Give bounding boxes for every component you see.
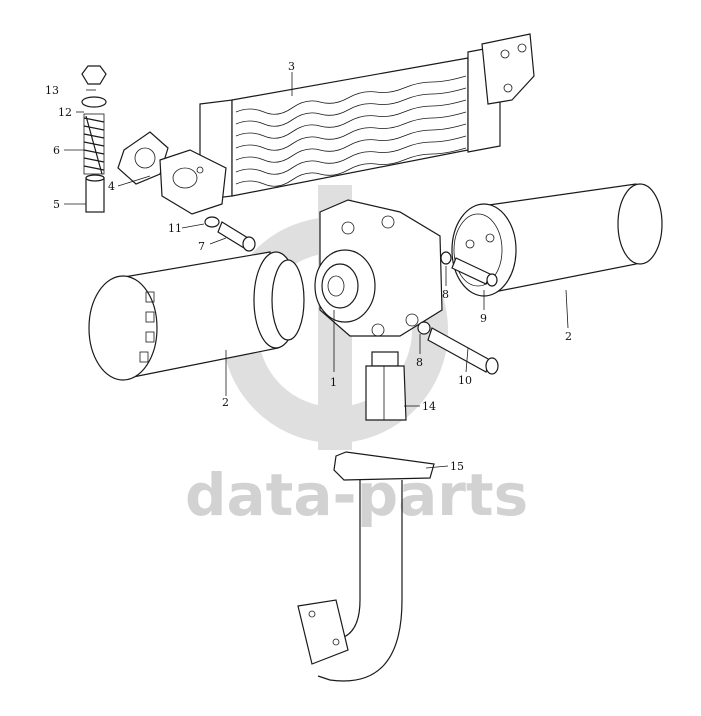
callout-12: 12 — [58, 106, 72, 119]
callout-2-right: 2 — [565, 330, 572, 343]
oil-pipe-15 — [297, 451, 435, 682]
gasket-4 — [117, 131, 169, 185]
callout-7: 7 — [198, 240, 205, 253]
callout-15: 15 — [450, 460, 464, 473]
washer-8-lower — [417, 321, 431, 335]
callout-8-lower: 8 — [416, 356, 423, 369]
ring-12 — [81, 96, 107, 108]
oil-cooler — [199, 33, 535, 201]
callout-14: 14 — [422, 400, 436, 413]
bolt-10 — [427, 327, 499, 375]
plunger-5 — [85, 174, 105, 213]
callout-3: 3 — [288, 60, 295, 73]
callout-9: 9 — [480, 312, 487, 325]
bolt-9 — [451, 257, 498, 287]
callout-6: 6 — [53, 144, 60, 157]
leader-lines — [64, 72, 569, 469]
cooler-inlet-block — [159, 149, 227, 215]
callout-11: 11 — [168, 222, 182, 235]
spring-6 — [83, 113, 105, 175]
callout-13: 13 — [45, 84, 59, 97]
callout-2-left: 2 — [222, 396, 229, 409]
adapter-14 — [365, 351, 407, 421]
callout-8-upper: 8 — [442, 288, 449, 301]
callout-4: 4 — [108, 180, 115, 193]
filter-head-1 — [314, 199, 443, 337]
washer-11 — [204, 216, 220, 228]
callout-5: 5 — [53, 198, 60, 211]
oil-filter-left — [88, 251, 305, 381]
washer-8-upper — [440, 251, 452, 265]
callout-1: 1 — [330, 376, 337, 389]
bolt-7 — [217, 221, 256, 252]
callout-10: 10 — [458, 374, 472, 387]
valve-nut-13 — [81, 65, 107, 85]
